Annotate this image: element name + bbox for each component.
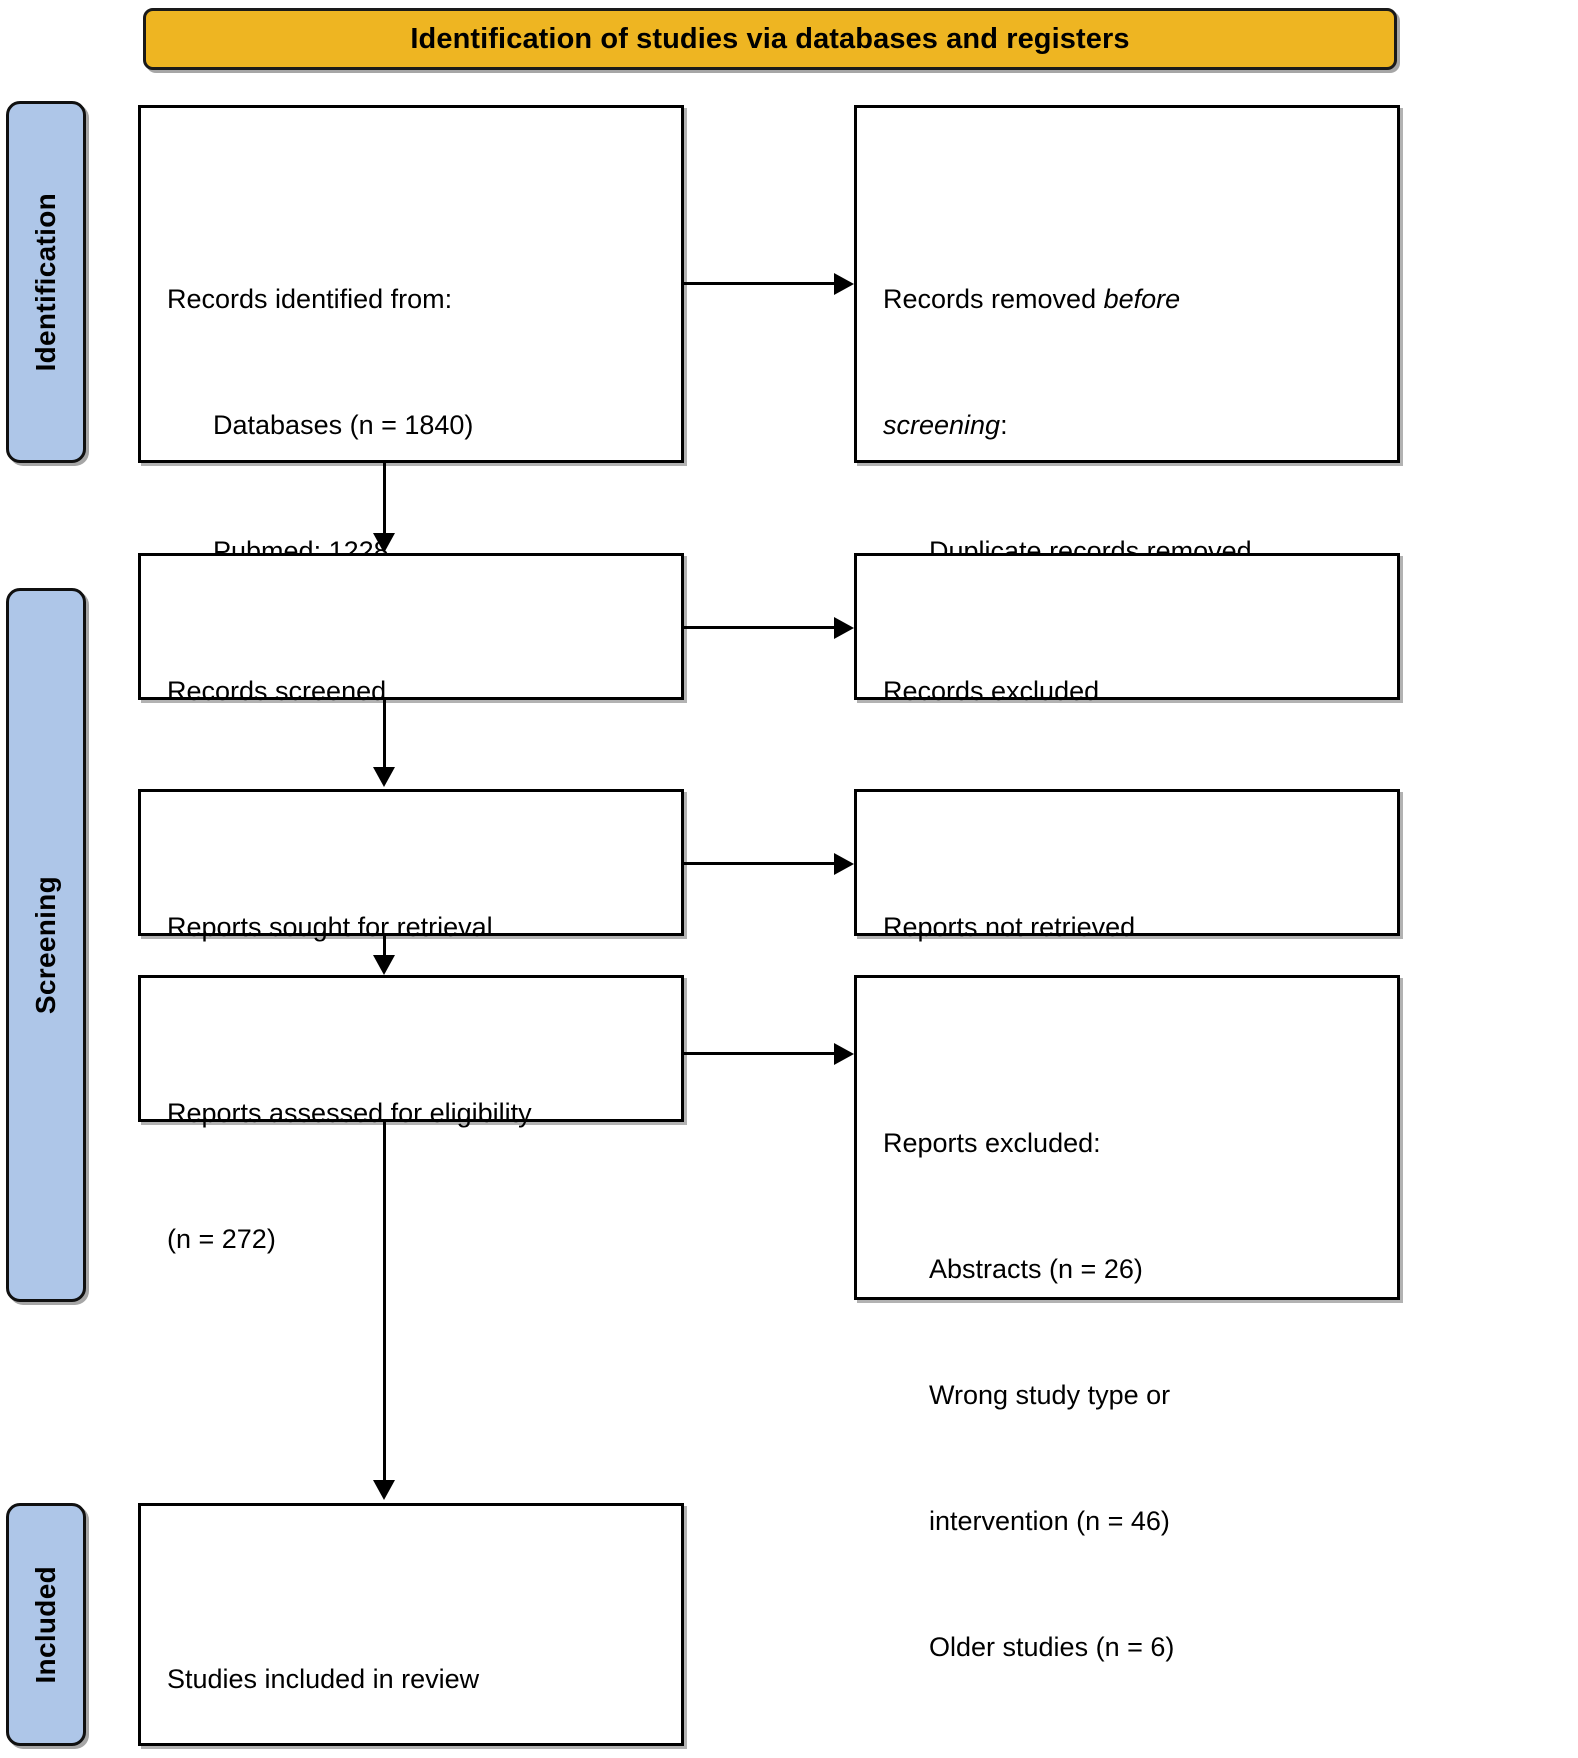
arrowhead-right-sought-to-not-retrieved: [834, 853, 854, 875]
connector-identified-to-screened: [383, 463, 386, 535]
box-records-excluded: Records excluded (n = 1436): [854, 553, 1400, 832]
connector-screened-to-sought: [383, 700, 386, 769]
stage-label-screening: Screening: [6, 588, 86, 1302]
text-line: Reports excluded:: [883, 1128, 1101, 1158]
text-line: Abstracts (n = 26): [929, 1254, 1143, 1284]
box-reports-excluded: Reports excluded: Abstracts (n = 26) Wro…: [854, 975, 1400, 1662]
box-reports-assessed-for-eligibility: Reports assessed for eligibility (n = 27…: [138, 975, 684, 1254]
text-fragment-italic: screening: [883, 410, 1001, 440]
text-line: Databases (n = 1840): [213, 410, 474, 440]
text-fragment: Records removed: [883, 284, 1104, 314]
connector-screened-to-excluded: [684, 626, 834, 629]
text-line: Wrong study type or: [929, 1380, 1171, 1410]
arrowhead-down-screened-to-sought: [373, 767, 395, 787]
text-line: screening:: [883, 404, 1385, 446]
stage-label-included-text: Included: [30, 1565, 61, 1684]
box-studies-included-text: Studies included in review (n = 194): [167, 1574, 669, 1758]
box-records-screened: Records screened (n = 1715): [138, 553, 684, 832]
text-line: Reports not retrieved: [883, 912, 1136, 942]
stage-label-identification: Identification: [6, 101, 86, 463]
box-reports-assessed-text: Reports assessed for eligibility (n = 27…: [167, 1008, 669, 1344]
arrowhead-down-sought-to-assessed: [373, 955, 395, 975]
box-reports-excluded-text: Reports excluded: Abstracts (n = 26) Wro…: [883, 1038, 1385, 1752]
text-fragment: :: [1000, 410, 1008, 440]
text-line: Records excluded: [883, 676, 1100, 706]
arrowhead-down-identified-to-screened: [373, 533, 395, 553]
box-reports-sought-for-retrieval: Reports sought for retrieval (n = 279): [138, 789, 684, 1068]
text-line: Records identified from:: [167, 284, 453, 314]
text-fragment-italic: before: [1103, 284, 1181, 314]
arrowhead-right-screened-to-excluded: [834, 617, 854, 639]
text-line: (n = 272): [167, 1224, 276, 1254]
connector-sought-to-not-retrieved: [684, 862, 834, 865]
text-line: Studies included in review: [167, 1664, 480, 1694]
diagram-title-banner: Identification of studies via databases …: [143, 8, 1397, 70]
arrowhead-down-assessed-to-studies-included: [373, 1480, 395, 1500]
connector-identified-to-removed: [684, 282, 834, 285]
arrowhead-right-assessed-to-reports-excluded: [834, 1043, 854, 1065]
text-line: Reports assessed for eligibility: [167, 1098, 532, 1128]
box-records-removed-before-screening: Records removed before screening: Duplic…: [854, 105, 1400, 692]
text-line: Records screened: [167, 676, 387, 706]
connector-assessed-to-reports-excluded: [684, 1052, 834, 1055]
stage-label-identification-text: Identification: [30, 192, 61, 372]
box-records-identified: Records identified from: Databases (n = …: [138, 105, 684, 818]
connector-sought-to-assessed: [383, 936, 386, 957]
text-line: Older studies (n = 6): [929, 1632, 1175, 1662]
box-studies-included-in-review: Studies included in review (n = 194): [138, 1503, 684, 1746]
connector-assessed-to-studies-included: [383, 1122, 386, 1482]
stage-label-included: Included: [6, 1503, 86, 1746]
diagram-title-text: Identification of studies via databases …: [410, 22, 1130, 55]
text-line: Reports sought for retrieval: [167, 912, 493, 942]
box-reports-not-retrieved: Reports not retrieved (n = 7): [854, 789, 1400, 1068]
arrowhead-right-identified-to-removed: [834, 273, 854, 295]
text-line: Records removed before: [883, 278, 1385, 320]
text-line: intervention (n = 46): [929, 1506, 1170, 1536]
stage-label-screening-text: Screening: [30, 875, 61, 1015]
